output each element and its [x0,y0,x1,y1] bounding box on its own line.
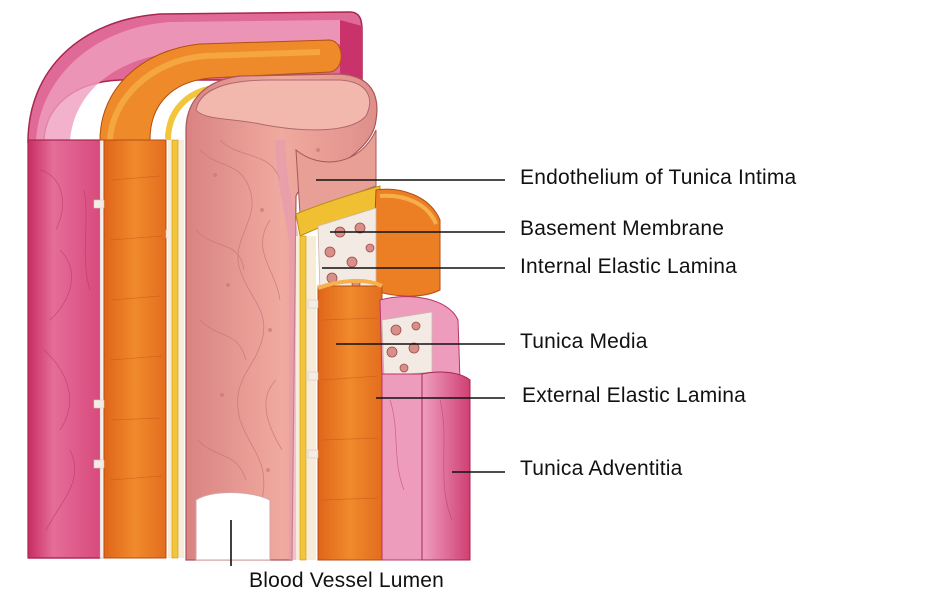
label-tunica-media: Tunica Media [520,330,648,354]
label-basement-membrane: Basement Membrane [520,217,724,241]
label-endothelium: Endothelium of Tunica Intima [520,166,796,190]
adventitia-right-inner [382,374,422,560]
label-external-elastic-lamina: External Elastic Lamina [522,384,746,408]
label-tunica-adventitia: Tunica Adventitia [520,457,683,481]
media-left-wall [104,140,166,558]
adventitia-left-wall [28,140,100,558]
lumen-opening [196,493,270,561]
media-right-step [372,189,440,296]
adventitia-right-outer [422,372,470,560]
adventitia-back-right [340,20,362,82]
media-right-wall [318,286,382,560]
label-internal-elastic-lamina: Internal Elastic Lamina [520,255,737,279]
label-lumen: Blood Vessel Lumen [249,569,444,593]
